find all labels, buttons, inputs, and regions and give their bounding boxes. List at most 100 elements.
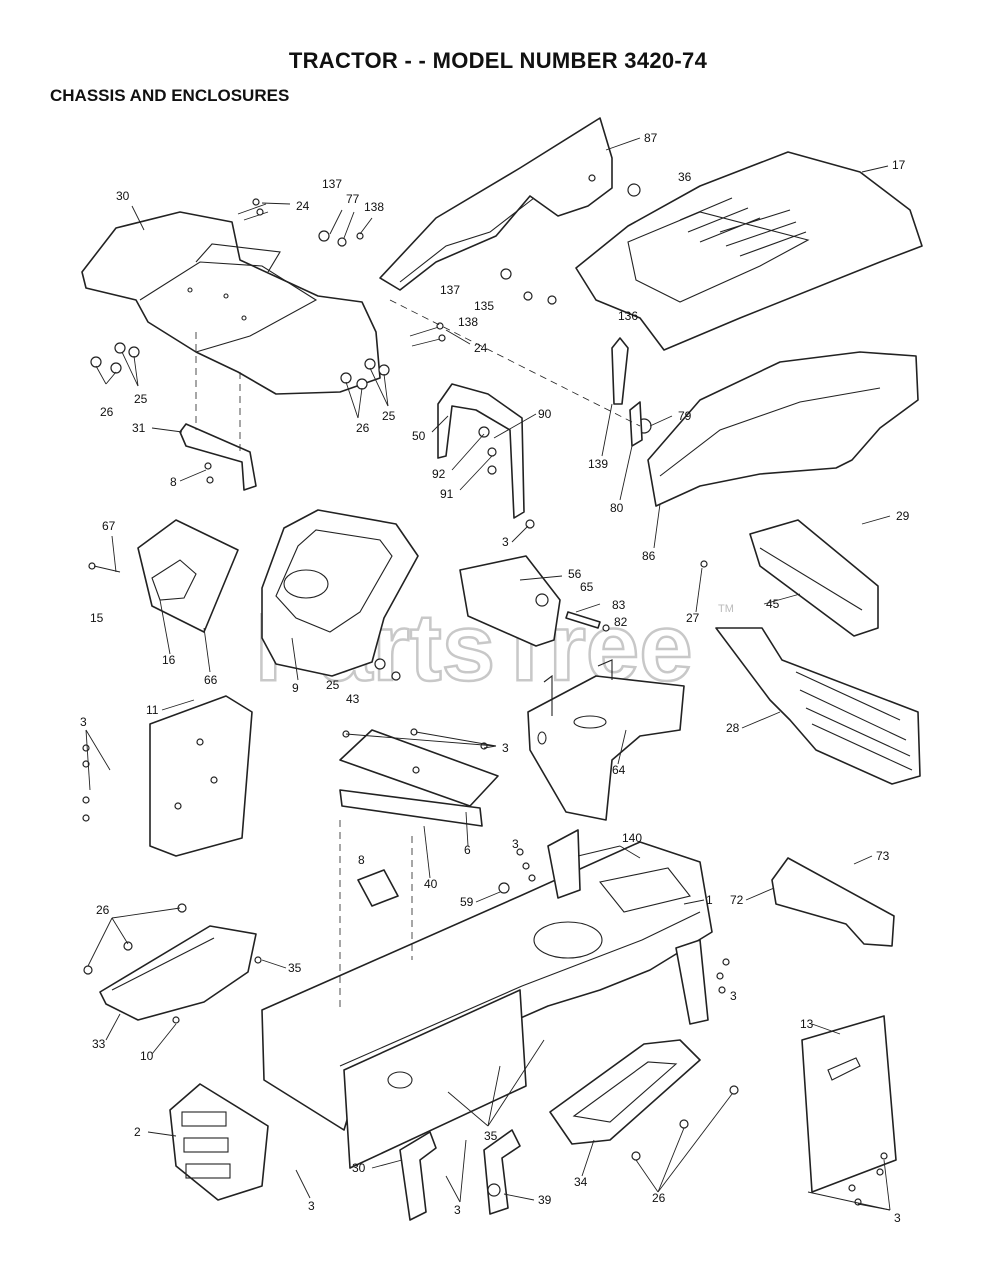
callout-34: 34 xyxy=(574,1175,588,1189)
hardware-25-26-right xyxy=(340,358,390,419)
callout-139: 139 xyxy=(588,457,608,471)
callout-3-g: 3 xyxy=(454,1203,461,1217)
callout-3-h: 3 xyxy=(894,1211,901,1225)
callout-87: 87 xyxy=(644,131,658,145)
callout-31: 31 xyxy=(132,421,146,435)
callout-24b: 24 xyxy=(474,341,488,355)
callout-40: 40 xyxy=(424,877,438,891)
panel-13 xyxy=(801,1015,897,1206)
battery-plate-6 xyxy=(339,728,499,827)
callout-8b: 8 xyxy=(358,853,365,867)
callout-26b: 26 xyxy=(356,421,370,435)
bracket-39 xyxy=(483,1129,521,1215)
callout-45: 45 xyxy=(766,597,780,611)
footrest-33 xyxy=(83,903,262,1024)
callout-56: 56 xyxy=(568,567,582,581)
section-subtitle: CHASSIS AND ENCLOSURES xyxy=(50,86,290,105)
heat-shield-66 xyxy=(88,519,239,633)
frame-1 xyxy=(261,841,713,1169)
callout-138: 138 xyxy=(364,200,384,214)
callout-26: 26 xyxy=(100,405,114,419)
bolt-group-24-top xyxy=(237,198,291,221)
callout-26c: 26 xyxy=(96,903,110,917)
side-panel-87 xyxy=(379,117,641,291)
callout-35: 35 xyxy=(288,961,302,975)
page-title: TRACTOR - - MODEL NUMBER 3420-74 xyxy=(288,48,708,73)
callout-8: 8 xyxy=(170,475,177,489)
hood-part xyxy=(575,151,923,351)
callout-138b: 138 xyxy=(458,315,478,329)
callout-73: 73 xyxy=(876,849,890,863)
callout-13: 13 xyxy=(800,1017,814,1031)
callout-79: 79 xyxy=(678,409,692,423)
callout-33: 33 xyxy=(92,1037,106,1051)
callout-27: 27 xyxy=(686,611,700,625)
callout-67: 67 xyxy=(102,519,116,533)
grille-45 xyxy=(700,519,879,637)
dash-support-64 xyxy=(527,659,685,821)
callout-26d: 26 xyxy=(652,1191,666,1205)
callout-72: 72 xyxy=(730,893,744,907)
callout-11: 11 xyxy=(146,703,159,717)
callout-25c: 25 xyxy=(326,678,340,692)
callout-86: 86 xyxy=(642,549,656,563)
callout-1: 1 xyxy=(706,893,713,907)
callout-82: 82 xyxy=(614,615,628,629)
callout-91: 91 xyxy=(440,487,454,501)
callout-28: 28 xyxy=(726,721,740,735)
callout-140: 140 xyxy=(622,831,642,845)
side-panel-86 xyxy=(647,351,919,507)
callout-137b: 137 xyxy=(440,283,460,297)
callout-90: 90 xyxy=(538,407,552,421)
callout-83: 83 xyxy=(612,598,626,612)
leader-lines xyxy=(85,205,891,1211)
callout-80: 80 xyxy=(610,501,624,515)
callout-64: 64 xyxy=(612,763,626,777)
callout-6: 6 xyxy=(464,843,471,857)
bracket-30-lower xyxy=(399,1131,437,1221)
footrest-34 xyxy=(549,1039,739,1161)
callout-39: 39 xyxy=(538,1193,552,1207)
callout-43: 43 xyxy=(346,692,360,706)
callout-30: 30 xyxy=(116,189,130,203)
watermark-tm: TM xyxy=(718,603,734,615)
callout-3-c: 3 xyxy=(502,741,509,755)
callout-3-b: 3 xyxy=(80,715,87,729)
bracket-2 xyxy=(169,1083,269,1201)
callout-66: 66 xyxy=(204,673,218,687)
callout-25b: 25 xyxy=(382,409,396,423)
callout-36: 36 xyxy=(678,170,692,184)
callout-3-a: 3 xyxy=(502,535,509,549)
callout-59: 59 xyxy=(460,895,474,909)
hardware-25-26-left xyxy=(90,342,140,387)
grille-28 xyxy=(715,627,921,785)
callout-136: 136 xyxy=(618,309,638,323)
bracket-part-31 xyxy=(179,332,257,491)
callout-10: 10 xyxy=(140,1049,154,1063)
callout-9: 9 xyxy=(292,681,299,695)
callout-50: 50 xyxy=(412,429,426,443)
dash-panel-9 xyxy=(261,509,419,681)
callout-16: 16 xyxy=(162,653,176,667)
callout-25: 25 xyxy=(134,392,148,406)
fender-part xyxy=(81,211,381,395)
callout-24: 24 xyxy=(296,199,310,213)
bracket-72 xyxy=(771,857,895,947)
callout-92: 92 xyxy=(432,467,446,481)
callout-3-d: 3 xyxy=(512,837,519,851)
callout-3-e: 3 xyxy=(730,989,737,1003)
callout-labels: 30 24 137 77 138 87 36 17 137 135 138 13… xyxy=(80,131,910,1225)
callout-15: 15 xyxy=(90,611,104,625)
callout-30b: 30 xyxy=(352,1161,366,1175)
firewall-11 xyxy=(82,695,253,857)
callout-135: 135 xyxy=(474,299,494,313)
callout-35b: 35 xyxy=(484,1129,498,1143)
callout-3-f: 3 xyxy=(308,1199,315,1213)
callout-137: 137 xyxy=(322,177,342,191)
hardware-frame-front xyxy=(339,820,730,1025)
callout-17: 17 xyxy=(892,158,906,172)
callout-2: 2 xyxy=(134,1125,141,1139)
callout-29: 29 xyxy=(896,509,910,523)
callout-77: 77 xyxy=(346,192,360,206)
